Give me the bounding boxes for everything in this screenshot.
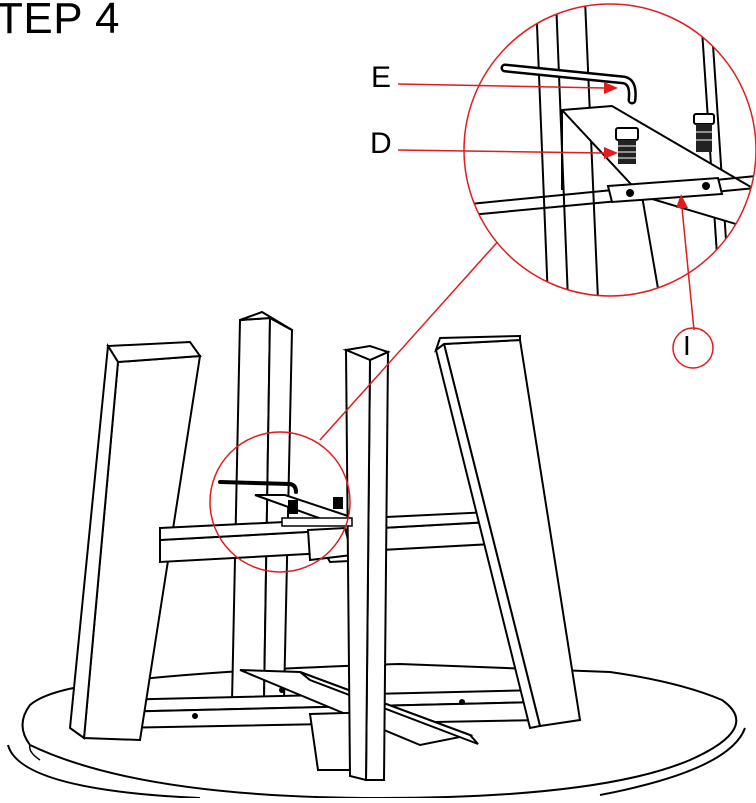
leg-left <box>68 340 202 742</box>
detail-circle-zoom <box>463 3 756 297</box>
bolt-icon <box>693 113 715 152</box>
leg-front-center <box>342 344 391 782</box>
callout-label-d: D <box>370 127 392 160</box>
detail-circle-small <box>209 431 351 573</box>
connector-plate-icon <box>281 517 353 527</box>
step-title: TEP 4 <box>0 0 120 43</box>
callout-pointer-i <box>672 194 714 369</box>
callout-label-e: E <box>371 61 392 94</box>
callout-circle-i <box>672 327 714 369</box>
callout-label-i: I <box>683 330 691 361</box>
detail-connector-line <box>319 227 511 441</box>
bolt-icon <box>615 127 639 164</box>
bolt-icon <box>333 497 343 509</box>
leg-right <box>434 334 582 730</box>
bolt-icon <box>288 500 298 514</box>
leg-back-left <box>230 310 294 704</box>
small-detail-parts <box>218 480 353 527</box>
allen-key-icon <box>218 480 298 494</box>
callout-pointer-e <box>397 82 618 94</box>
callout-pointer-d <box>397 147 618 159</box>
connector-plate-icon <box>606 176 724 204</box>
